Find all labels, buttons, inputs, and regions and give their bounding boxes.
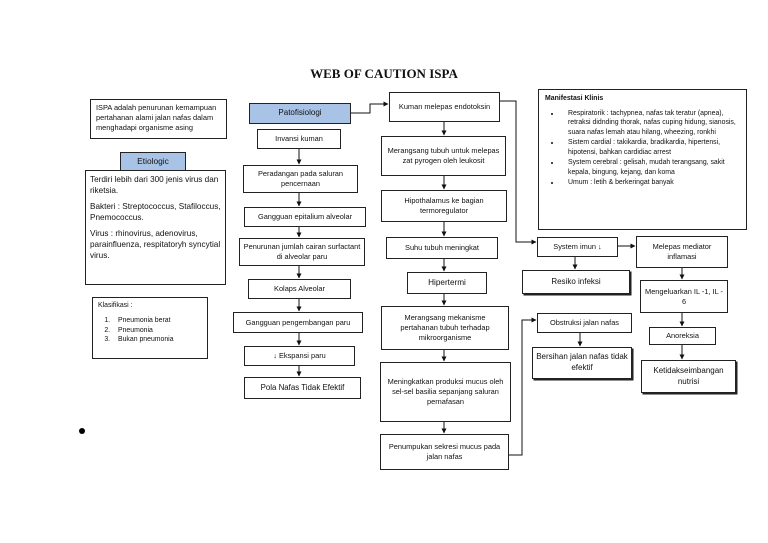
pato-step-8: Pola Nafas Tidak Efektif bbox=[244, 377, 361, 399]
bullet-dot bbox=[79, 428, 85, 434]
system-imun-text: System imun ↓ bbox=[553, 242, 602, 251]
mengeluarkan-box: Mengeluarkan IL -1, IL - 6 bbox=[640, 280, 728, 313]
anoreksia-box: Anoreksia bbox=[649, 327, 716, 345]
etiologic-box: Terdiri lebih dari 300 jenis virus dan r… bbox=[85, 170, 226, 285]
klasifikasi-item: Bukan pneumonia bbox=[112, 335, 202, 344]
middle-step-1: Kuman melepas endotoksin bbox=[389, 92, 500, 122]
definition-text: ISPA adalah penurunan kemampuan pertahan… bbox=[96, 103, 217, 132]
manifestasi-label: Manifestasi Klinis bbox=[545, 95, 604, 102]
patofisiologi-label: Patofisiologi bbox=[249, 103, 351, 124]
pato-step-text: Gangguan pengembangan paru bbox=[245, 317, 351, 327]
pato-step-4: Penurunan jumlah cairan surfactant di al… bbox=[239, 238, 365, 266]
middle-step-text: Penumpukan sekresi mucus pada jalan nafa… bbox=[388, 442, 501, 461]
bersihan-text: Bersihan jalan nafas tidak efektif bbox=[536, 352, 628, 372]
arrow-pato-to-kuman bbox=[351, 101, 389, 114]
middle-step-text: Hipothalamus ke bagian termoregulator bbox=[404, 196, 484, 215]
page-title: WEB OF CAUTION ISPA bbox=[310, 66, 458, 81]
mengeluarkan-text: Mengeluarkan IL -1, IL - 6 bbox=[645, 286, 723, 306]
middle-step-4: Suhu tubuh meningkat bbox=[386, 237, 498, 259]
etiologic-label-text: Etiologic bbox=[137, 155, 169, 166]
pato-step-text: Peradangan pada saluran pencernaan bbox=[257, 169, 344, 188]
bersihan-box: Bersihan jalan nafas tidak efektif bbox=[532, 347, 632, 379]
system-imun-box: System imun ↓ bbox=[537, 237, 618, 257]
middle-step-text: Kuman melepas endotoksin bbox=[398, 102, 491, 111]
etiologic-paragraph: Terdiri lebih dari 300 jenis virus dan r… bbox=[90, 175, 219, 196]
resiko-infeksi-box: Resiko infeksi bbox=[522, 270, 630, 294]
pato-step-text: Gangguan epitalium alveolar bbox=[257, 212, 353, 221]
middle-step-5: Hipertermi bbox=[407, 272, 487, 294]
manifestasi-item: Sistem cardial : takikardia, bradikardia… bbox=[561, 138, 740, 157]
ketidakseimbangan-text: Ketidakseimbangan nutrisi bbox=[653, 365, 724, 386]
klasifikasi-item: Pneumonia bbox=[112, 326, 202, 335]
manifestasi-item: System cerebral : gelisah, mudah terangs… bbox=[561, 158, 740, 177]
middle-step-2: Merangsang tubuh untuk melepas zat pyrog… bbox=[381, 136, 506, 176]
middle-step-text: Merangsang mekanisme pertahanan tubuh te… bbox=[400, 313, 490, 342]
pato-step-1: Invansi kuman bbox=[257, 129, 341, 149]
ketidakseimbangan-box: Ketidakseimbangan nutrisi bbox=[641, 360, 736, 393]
etiologic-paragraph: Bakteri : Streptococcus, Stafiloccus, Pn… bbox=[90, 202, 221, 223]
klasifikasi-box: Klasifikasi : Pneumonia berat Pneumonia … bbox=[92, 297, 208, 359]
manifestasi-box: Manifestasi Klinis Respiratorik : tachyp… bbox=[538, 89, 747, 230]
manifestasi-item: Respiratorik : tachypnea, nafas tak tera… bbox=[561, 109, 740, 138]
middle-step-3: Hipothalamus ke bagian termoregulator bbox=[381, 190, 507, 222]
pato-step-text: ↓ Ekspansi paru bbox=[273, 351, 326, 360]
melepas-mediator-text: Melepas mediator inflamasi bbox=[652, 242, 712, 261]
pato-step-5: Kolaps Alveolar bbox=[248, 279, 351, 299]
pato-step-3: Gangguan epitalium alveolar bbox=[244, 207, 366, 227]
pato-step-7: ↓ Ekspansi paru bbox=[244, 346, 355, 366]
middle-step-text: Meningkatkan produksi mucus oleh sel-sel… bbox=[387, 377, 504, 406]
middle-step-text: Merangsang tubuh untuk melepas zat pyrog… bbox=[387, 146, 500, 165]
pato-step-text: Penurunan jumlah cairan surfactant di al… bbox=[243, 242, 361, 261]
middle-step-7: Meningkatkan produksi mucus oleh sel-sel… bbox=[380, 362, 511, 422]
etiologic-paragraph: Virus : rhinovirus, adenovirus, parainfl… bbox=[90, 229, 221, 261]
pato-step-text: Pola Nafas Tidak Efektif bbox=[260, 382, 345, 392]
middle-step-text: Suhu tubuh meningkat bbox=[405, 243, 479, 252]
klasifikasi-label: Klasifikasi : bbox=[98, 302, 133, 309]
pato-step-text: Invansi kuman bbox=[275, 134, 323, 143]
definition-box: ISPA adalah penurunan kemampuan pertahan… bbox=[90, 99, 227, 139]
middle-step-text: Hipertermi bbox=[428, 278, 466, 288]
obstruksi-text: Obstruksi jalan nafas bbox=[549, 318, 619, 327]
middle-step-6: Merangsang mekanisme pertahanan tubuh te… bbox=[381, 306, 509, 350]
anoreksia-text: Anoreksia bbox=[666, 331, 699, 340]
klasifikasi-item: Pneumonia berat bbox=[112, 316, 202, 325]
patofisiologi-label-text: Patofisiologi bbox=[278, 108, 322, 118]
pato-step-6: Gangguan pengembangan paru bbox=[233, 312, 363, 333]
manifestasi-item: Umum : letih & berkeringat banyak bbox=[561, 178, 740, 188]
arrow-mucus-to-obstruksi bbox=[509, 317, 537, 456]
resiko-infeksi-text: Resiko infeksi bbox=[551, 276, 601, 286]
middle-step-8: Penumpukan sekresi mucus pada jalan nafa… bbox=[380, 434, 509, 470]
pato-step-text: Kolaps Alveolar bbox=[274, 284, 325, 293]
obstruksi-box: Obstruksi jalan nafas bbox=[537, 313, 632, 333]
melepas-mediator-box: Melepas mediator inflamasi bbox=[636, 236, 728, 268]
etiologic-label: Etiologic bbox=[120, 152, 186, 171]
pato-step-2: Peradangan pada saluran pencernaan bbox=[243, 165, 358, 193]
